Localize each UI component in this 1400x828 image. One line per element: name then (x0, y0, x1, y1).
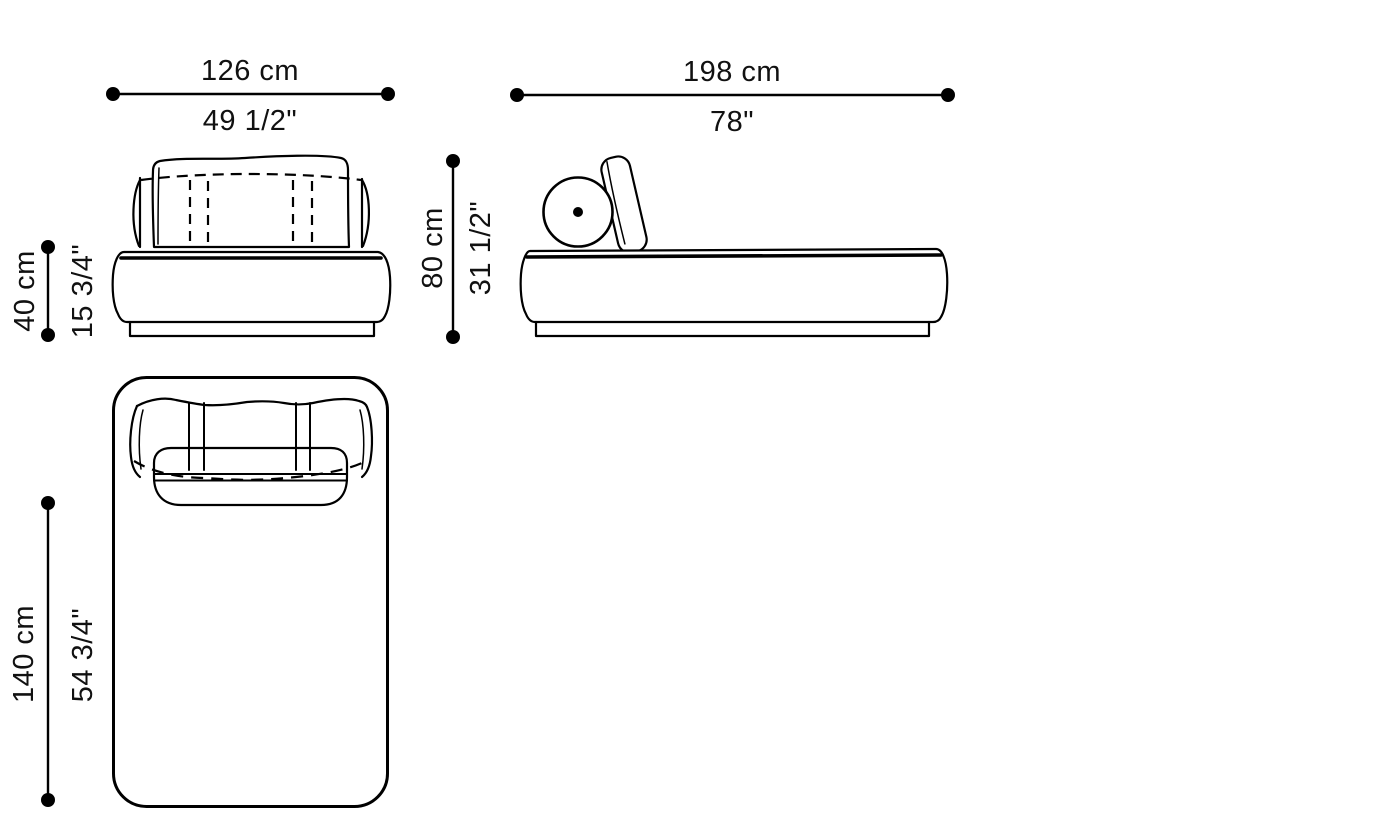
side-length-inch-label: 78" (710, 106, 754, 138)
dimension-endpoint-dot (510, 88, 524, 102)
dimension-overall-height: 80 cm 31 1/2" (417, 154, 497, 344)
seat-top-edge (525, 253, 943, 259)
seat-height-inch-label: 15 3/4" (67, 244, 99, 338)
dimension-endpoint-dot (446, 154, 460, 168)
bolster-left-end-arc (132, 178, 142, 248)
back-pillow-inner-edge (157, 167, 160, 245)
plinth (128, 320, 376, 338)
dimension-endpoint-dot (941, 88, 955, 102)
plinth (534, 320, 931, 338)
side-view (519, 155, 949, 338)
dimension-endpoint-dot (106, 87, 120, 101)
plan-bolster-right-cap (360, 405, 374, 479)
plan-depth-cm-label: 140 cm (8, 605, 40, 703)
back-pillow (151, 154, 351, 249)
plan-view (112, 376, 389, 808)
overall-height-inch-label: 31 1/2" (465, 201, 497, 295)
dimension-endpoint-dot (446, 330, 460, 344)
seat-base (519, 247, 949, 324)
plan-bolster-top-edge (135, 397, 369, 409)
plan-depth-inch-label: 54 3/4" (67, 608, 99, 702)
dimension-endpoint-dot (41, 240, 55, 254)
seat-footprint (112, 376, 389, 808)
bolster-right-end-arc (360, 178, 371, 248)
front-view (111, 154, 392, 338)
dimension-endpoint-dot (41, 496, 55, 510)
dimension-seat-height: 40 cm 15 3/4" (9, 240, 99, 342)
hidden-bolster-front-edge (133, 459, 369, 481)
plan-back-pillow (152, 446, 349, 507)
front-width-cm-label: 126 cm (201, 55, 299, 87)
tilted-back-pillow-edge (606, 161, 626, 245)
plan-bolster-left-cap (129, 404, 142, 479)
seat-height-cm-label: 40 cm (9, 250, 41, 331)
plan-bolster-left-cap-inner (138, 409, 144, 470)
dimension-endpoint-dot (41, 328, 55, 342)
plan-bolster-right-cap-inner (359, 409, 365, 470)
bolster-axis-dot (573, 207, 583, 217)
seat-base (111, 250, 392, 324)
dimension-endpoint-dot (381, 87, 395, 101)
dimension-front-width: 126 cm 49 1/2" (106, 55, 395, 137)
dimension-plan-depth: 140 cm 54 3/4" (8, 496, 99, 807)
overall-height-cm-label: 80 cm (417, 207, 449, 288)
dimension-side-length: 198 cm 78" (510, 56, 955, 138)
front-width-inch-label: 49 1/2" (203, 105, 297, 137)
dimension-endpoint-dot (41, 793, 55, 807)
side-length-cm-label: 198 cm (683, 56, 781, 88)
hidden-bolster-top-edge (140, 172, 362, 182)
